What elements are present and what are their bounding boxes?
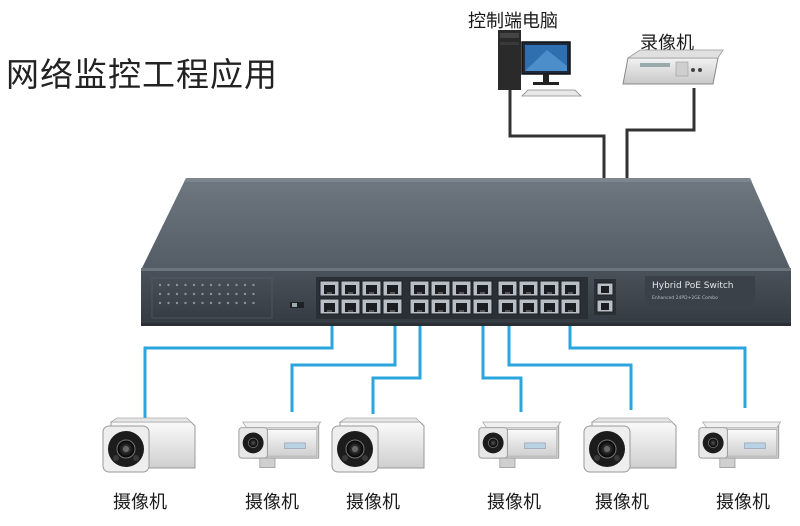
port-led bbox=[184, 283, 187, 287]
rj45-port bbox=[340, 298, 361, 315]
camera-links bbox=[143, 308, 747, 420]
port-led bbox=[243, 283, 247, 287]
rj45-port bbox=[472, 280, 493, 297]
uplink-ports bbox=[594, 279, 616, 315]
camera-link-4 bbox=[481, 308, 523, 412]
port-led bbox=[218, 292, 221, 296]
camera-link-5 bbox=[507, 308, 633, 410]
rj45-port bbox=[451, 298, 472, 315]
port-led bbox=[235, 301, 238, 305]
led-panel bbox=[151, 277, 273, 319]
camera-label-3: 摄像机 bbox=[346, 492, 400, 513]
rj45-port bbox=[409, 280, 430, 297]
camera-icon-3 bbox=[331, 417, 425, 473]
diagram-title: 网络监控工程应用 bbox=[6, 55, 278, 94]
switch-name-box: Hybrid PoE Switch Enhanced 24PD+2GE Comb… bbox=[645, 276, 755, 306]
port-led bbox=[184, 301, 187, 305]
port-led bbox=[235, 283, 238, 287]
mode-switch bbox=[290, 302, 304, 308]
rj45-port bbox=[518, 298, 539, 315]
poe-switch: Hybrid PoE Switch Enhanced 24PD+2GE Comb… bbox=[141, 178, 791, 326]
port-led bbox=[243, 301, 247, 305]
rj45-port bbox=[340, 280, 361, 297]
switch-top bbox=[142, 178, 790, 268]
rj45-port bbox=[497, 280, 518, 297]
camera-label-5: 摄像机 bbox=[595, 492, 649, 513]
camera-link-3 bbox=[371, 308, 422, 414]
port-led bbox=[243, 292, 247, 296]
port-led bbox=[175, 292, 179, 296]
port-led bbox=[226, 283, 230, 287]
rj45-port bbox=[319, 298, 340, 315]
port-led bbox=[226, 292, 230, 296]
rj45-port bbox=[409, 298, 430, 315]
camera-label-4: 摄像机 bbox=[487, 492, 541, 513]
camera-link-2 bbox=[290, 308, 397, 412]
rj45-port bbox=[361, 280, 382, 297]
camera-label-1: 摄像机 bbox=[113, 492, 167, 513]
camera-label-6: 摄像机 bbox=[716, 492, 770, 513]
control-pc-icon bbox=[498, 30, 582, 97]
rj45-port bbox=[382, 280, 403, 297]
rj45-port bbox=[560, 280, 581, 297]
camera-icon-5 bbox=[583, 417, 677, 473]
port-led bbox=[218, 283, 221, 287]
rj45-ports bbox=[319, 280, 581, 315]
camera-link-1 bbox=[143, 308, 334, 420]
port-led bbox=[158, 292, 162, 296]
camera-label-2: 摄像机 bbox=[245, 492, 299, 513]
port-led bbox=[192, 292, 196, 296]
rj45-port bbox=[382, 298, 403, 315]
camera-icon-6 bbox=[698, 421, 782, 468]
port-led bbox=[252, 292, 255, 296]
rj45-port bbox=[539, 280, 560, 297]
port-led bbox=[235, 292, 238, 296]
control-pc-label: 控制端电脑 bbox=[468, 11, 558, 32]
rj45-port bbox=[497, 298, 518, 315]
switch-subtitle: Enhanced 24PD+2GE Combo bbox=[652, 295, 718, 301]
rj45-port bbox=[539, 298, 560, 315]
rj45-port bbox=[319, 280, 340, 297]
port-led bbox=[158, 301, 162, 305]
port-led bbox=[218, 301, 221, 305]
port-led bbox=[192, 283, 196, 287]
port-led bbox=[158, 283, 162, 287]
port-led bbox=[226, 301, 230, 305]
port-led bbox=[252, 283, 255, 287]
port-led bbox=[201, 292, 204, 296]
port-led bbox=[167, 283, 170, 287]
rj45-port bbox=[472, 298, 493, 315]
port-led bbox=[192, 301, 196, 305]
rj45-port bbox=[560, 298, 581, 315]
recorder-label: 录像机 bbox=[640, 33, 694, 54]
port-led bbox=[184, 292, 187, 296]
port-led bbox=[209, 283, 213, 287]
rj45-port bbox=[518, 280, 539, 297]
rj45-port bbox=[430, 280, 451, 297]
port-led bbox=[201, 283, 204, 287]
port-led bbox=[201, 301, 204, 305]
port-led bbox=[252, 301, 255, 305]
camera-icon-4 bbox=[478, 421, 562, 468]
port-led bbox=[209, 292, 213, 296]
port-led bbox=[175, 301, 179, 305]
rj45-port bbox=[361, 298, 382, 315]
port-led bbox=[175, 283, 179, 287]
port-led bbox=[209, 301, 213, 305]
camera-icon-2 bbox=[238, 421, 322, 468]
switch-name: Hybrid PoE Switch bbox=[652, 281, 734, 291]
rj45-port bbox=[430, 298, 451, 315]
port-led bbox=[167, 292, 170, 296]
camera-icon-1 bbox=[102, 417, 196, 473]
port-led bbox=[167, 301, 170, 305]
recorder-icon bbox=[622, 49, 724, 85]
camera-link-6 bbox=[568, 308, 747, 408]
rj45-port bbox=[451, 280, 472, 297]
